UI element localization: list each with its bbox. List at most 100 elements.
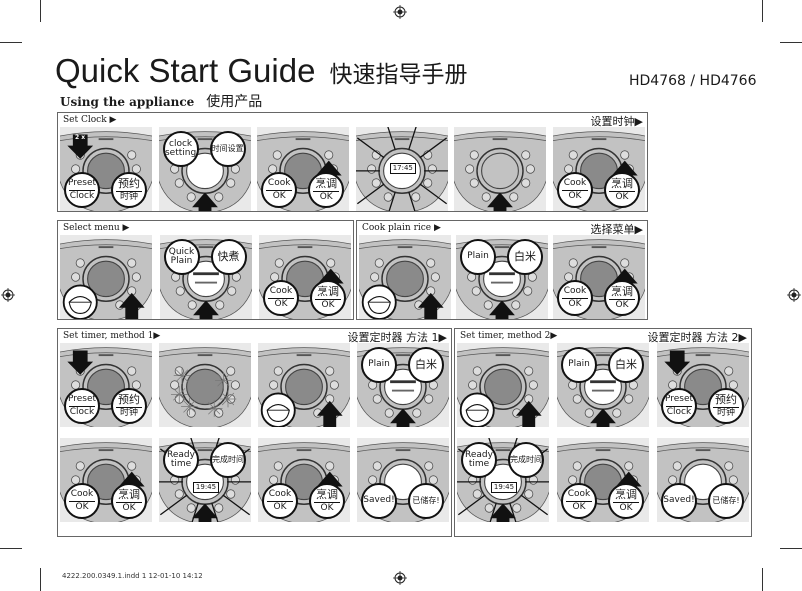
divider bbox=[268, 298, 294, 299]
callout-button-label: Cook bbox=[269, 285, 293, 296]
section-subtitle-zh: 使用产品 bbox=[206, 94, 263, 110]
callout-text: 快煮 bbox=[217, 250, 240, 264]
crop-mark bbox=[40, 568, 41, 591]
section-label-zh: 设置时钟▶ bbox=[590, 115, 643, 128]
divider bbox=[116, 191, 142, 193]
callout-button-sublabel: OK bbox=[320, 503, 334, 514]
divider bbox=[566, 501, 592, 502]
callout-text: clock setting bbox=[164, 138, 197, 158]
control-panel-icon bbox=[159, 343, 251, 427]
crop-mark bbox=[0, 548, 22, 549]
registration-mark-icon bbox=[393, 571, 407, 585]
section-label: Select menu ▶ bbox=[63, 223, 130, 233]
callout-text: Saved! bbox=[663, 495, 695, 506]
callout-text: Plain bbox=[568, 359, 590, 370]
callout-button-label: 烹调 bbox=[118, 487, 140, 501]
callout-button-sublabel: OK bbox=[274, 299, 288, 309]
callout-bubble: 烹调 OK bbox=[309, 483, 345, 519]
callout-bubble: 已储存! bbox=[708, 483, 744, 519]
callout-text: 时间设置 bbox=[211, 143, 244, 153]
callout-button-sublabel: Clock bbox=[69, 191, 95, 201]
callout-button-sublabel: OK bbox=[615, 300, 629, 311]
page-title-zh: 快速指导手册 bbox=[329, 62, 468, 88]
callout-button-sublabel: Clock bbox=[69, 407, 95, 417]
callout-text: Plain bbox=[467, 251, 489, 262]
callout-text: 白米 bbox=[415, 358, 437, 372]
control-panel-icon bbox=[258, 343, 350, 427]
callout-text: 白米 bbox=[514, 250, 536, 264]
divider bbox=[69, 501, 95, 502]
callout-button-label: 烹调 bbox=[316, 487, 338, 501]
callout-bubble: Plain bbox=[361, 347, 397, 383]
crop-mark bbox=[780, 42, 802, 43]
callout-button-label: Cook bbox=[267, 177, 291, 188]
callout-button-sublabel: OK bbox=[619, 503, 633, 514]
crop-mark bbox=[40, 0, 41, 22]
page-title: Quick Start Guide bbox=[55, 52, 316, 89]
divider bbox=[69, 406, 95, 407]
callout-bubble: 烹调 OK bbox=[604, 280, 640, 316]
callout-text: Plain bbox=[368, 359, 390, 370]
callout-button-label: Cook bbox=[268, 488, 292, 499]
crop-mark bbox=[762, 568, 763, 591]
callout-bubble: 时间设置 bbox=[209, 131, 246, 167]
display-readout: 19:45 bbox=[193, 482, 219, 493]
callout-button-label: Preset bbox=[67, 393, 97, 404]
callout-text: 完成时间 bbox=[510, 454, 542, 464]
step-illustration bbox=[359, 235, 451, 319]
divider bbox=[314, 502, 340, 504]
callout-button-sublabel: OK bbox=[568, 299, 582, 309]
callout-bubble: 完成时间 bbox=[210, 442, 246, 478]
callout-button-sublabel: OK bbox=[75, 502, 89, 512]
registration-mark-icon bbox=[787, 288, 801, 302]
section-label-zh: 设置定时器 方法 2▶ bbox=[647, 331, 747, 344]
callout-button-sublabel: 时钟 bbox=[119, 408, 138, 419]
display-readout: 19:45 bbox=[491, 482, 517, 493]
divider bbox=[267, 501, 293, 502]
callout-bubble: 快煮 bbox=[210, 239, 247, 275]
callout-bubble: 已储存! bbox=[408, 483, 444, 519]
callout-bubble: Ready time bbox=[461, 442, 497, 478]
step-illustration: Plain 白米 bbox=[357, 343, 449, 427]
callout-bubble: 预约时钟 bbox=[708, 388, 744, 424]
divider bbox=[562, 298, 588, 299]
divider bbox=[608, 191, 635, 193]
callout-bubble: Plain bbox=[460, 239, 496, 275]
callout-button-label: 烹调 bbox=[611, 284, 633, 298]
callout-button-label: 预约 bbox=[118, 392, 140, 406]
control-panel-icon bbox=[359, 235, 451, 319]
crop-mark bbox=[780, 548, 802, 549]
callout-text: Ready time bbox=[167, 449, 195, 469]
divider bbox=[609, 299, 635, 301]
section-label: Set timer, method 1▶ bbox=[63, 331, 161, 341]
callout-button-label: 烹调 bbox=[610, 176, 633, 190]
callout-bubble: 预约时钟 bbox=[111, 172, 147, 208]
model-numbers: HD4768 / HD4766 bbox=[629, 73, 757, 89]
callout-text: 白米 bbox=[615, 358, 637, 372]
callout-bubble: 白米 bbox=[507, 239, 543, 275]
crop-mark bbox=[762, 0, 763, 22]
callout-text: 已储存! bbox=[412, 495, 440, 505]
step-illustration: 19:45 Ready time 完成时间 bbox=[457, 438, 549, 522]
step-illustration: Saved!已储存! bbox=[357, 438, 449, 522]
step-illustration: clock setting 时间设置 bbox=[158, 127, 251, 211]
step-illustration bbox=[454, 127, 547, 211]
divider bbox=[315, 299, 341, 301]
step-illustration: Plain 白米 bbox=[557, 343, 649, 427]
